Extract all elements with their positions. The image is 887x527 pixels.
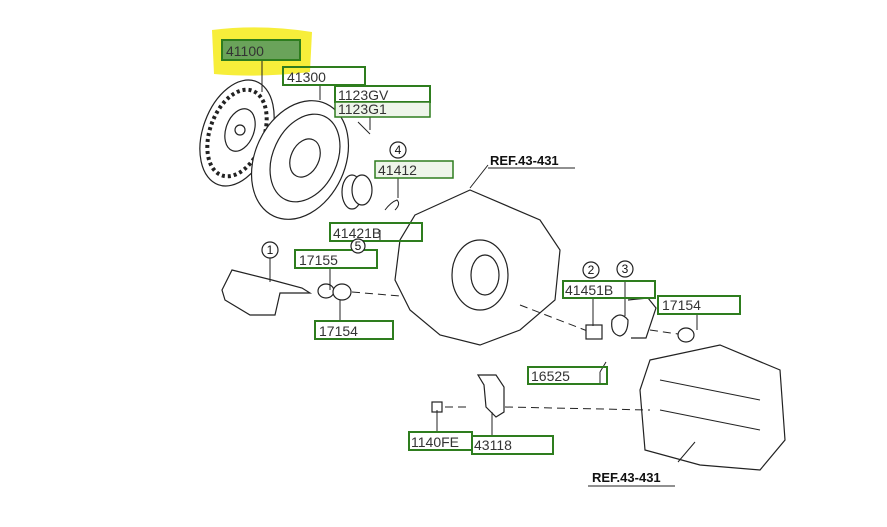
release-bearing-part[interactable]: [341, 174, 373, 210]
part-label-17154-right[interactable]: 17154: [662, 297, 701, 313]
part-label-1140FE[interactable]: 1140FE: [411, 434, 459, 450]
part-box-41100[interactable]: [221, 39, 301, 61]
part-label-16525[interactable]: 16525: [531, 368, 570, 384]
svg-text:3: 3: [622, 262, 629, 276]
svg-text:4: 4: [395, 143, 402, 157]
part-label-41421B[interactable]: 41421B: [333, 225, 381, 241]
part-label-41412[interactable]: 41412: [378, 162, 417, 178]
callout-5: 5: [350, 238, 366, 254]
part-label-1123G1[interactable]: 1123G1: [338, 101, 387, 117]
bolt-part: [357, 121, 371, 135]
gearbox-part[interactable]: [639, 344, 786, 471]
callout-1: 1: [261, 241, 279, 259]
part-label-43118[interactable]: 43118: [474, 437, 512, 453]
svg-text:1: 1: [267, 243, 274, 257]
svg-text:5: 5: [355, 239, 362, 253]
callout-2: 2: [582, 261, 600, 279]
svg-text:2: 2: [588, 263, 595, 277]
ref-label-top[interactable]: REF.43-431: [490, 153, 559, 168]
part-label-41100[interactable]: 41100: [226, 43, 264, 59]
callout-3: 3: [616, 260, 634, 278]
clip-part: [384, 199, 400, 211]
part-label-41451B[interactable]: 41451B: [565, 282, 613, 298]
part-label-17155[interactable]: 17155: [299, 252, 338, 268]
callout-4: 4: [389, 141, 407, 159]
part-label-17154[interactable]: 17154: [319, 323, 358, 339]
pressure-plate-part[interactable]: [233, 85, 367, 235]
bracket-part[interactable]: [476, 374, 505, 418]
part-label-41300[interactable]: 41300: [287, 69, 326, 85]
part-label-1123GV[interactable]: 1123GV: [338, 87, 389, 103]
release-fork-part[interactable]: [221, 269, 313, 316]
ref-label-bottom[interactable]: REF.43-431: [592, 470, 661, 485]
